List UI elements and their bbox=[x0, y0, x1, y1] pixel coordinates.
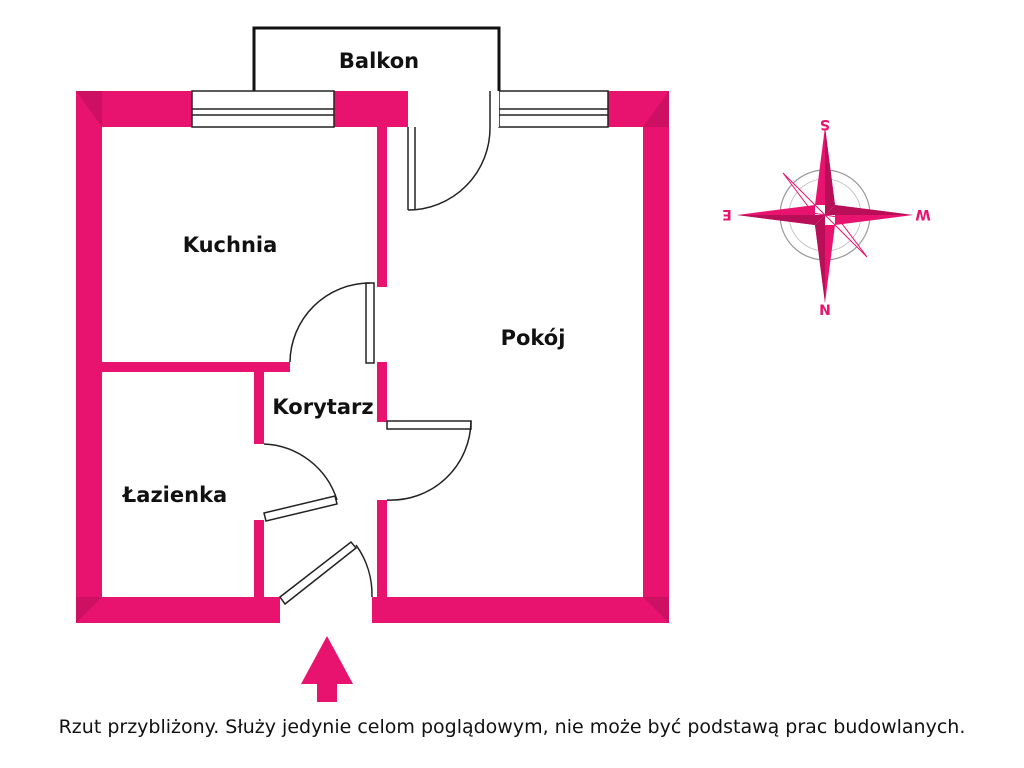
wall-shading bbox=[76, 91, 669, 623]
bathroom-door bbox=[263, 443, 338, 522]
room-label-kitchen: Kuchnia bbox=[183, 233, 278, 257]
kitchen-door bbox=[289, 282, 375, 364]
interior-walls bbox=[102, 127, 387, 597]
outer-walls bbox=[76, 91, 669, 623]
compass-right-label: W bbox=[915, 206, 930, 222]
balcony-door bbox=[407, 91, 499, 211]
compass-top-label: S bbox=[820, 116, 830, 132]
up-arrow-icon bbox=[301, 636, 353, 702]
compass-bottom-label: N bbox=[819, 303, 831, 319]
entrance-door bbox=[278, 540, 373, 606]
room-label-room: Pokój bbox=[501, 326, 566, 350]
compass-rose-icon: S N E W bbox=[722, 116, 931, 319]
disclaimer-text: Rzut przybliżony. Służy jedynie celom po… bbox=[58, 716, 966, 738]
room-label-balcony: Balkon bbox=[339, 49, 419, 73]
balcony-outline bbox=[252, 26, 501, 91]
compass-left-label: E bbox=[722, 206, 732, 222]
room-label-corridor: Korytarz bbox=[272, 395, 373, 419]
windows bbox=[191, 90, 609, 128]
room-label-bathroom: Łazienka bbox=[122, 483, 227, 507]
room-door bbox=[386, 420, 472, 501]
